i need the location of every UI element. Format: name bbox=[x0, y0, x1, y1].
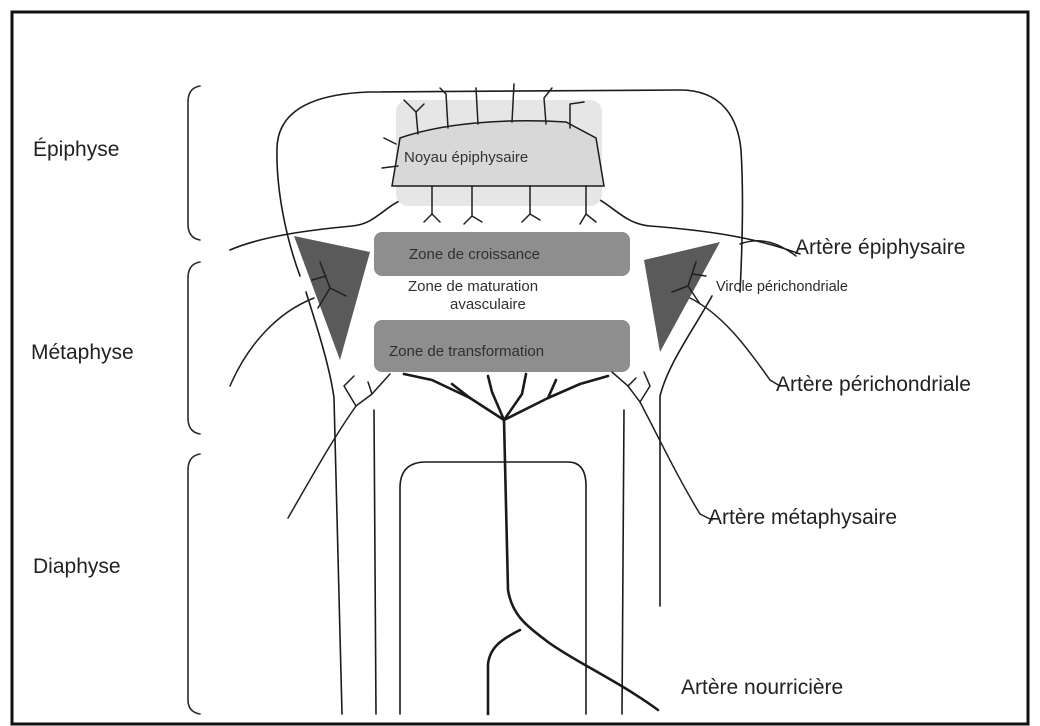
zone-de-transformation-label: Zone de transformation bbox=[389, 343, 544, 360]
perichondriale-artery-right bbox=[690, 298, 770, 380]
virole-label: Virole périchondriale bbox=[716, 279, 848, 295]
zone-de-croissance-label: Zone de croissance bbox=[409, 246, 540, 263]
shaft-left-outer bbox=[306, 292, 342, 714]
medullary-cavity bbox=[400, 462, 586, 714]
virole-perichondriale-left bbox=[294, 236, 370, 360]
zone-maturation-label-1: Zone de maturation bbox=[408, 278, 538, 295]
noyau-epiphysaire-label: Noyau épiphysaire bbox=[404, 149, 528, 166]
epiphysaire-label: Artère épiphysaire bbox=[795, 236, 965, 259]
zone-maturation-label-2: avasculaire bbox=[450, 296, 526, 313]
perichondriale-label: Artère périchondriale bbox=[776, 373, 971, 396]
diaphyse-label: Diaphyse bbox=[33, 555, 121, 578]
epiphyse-label: Épiphyse bbox=[33, 138, 119, 161]
shaft-left-inner bbox=[374, 410, 376, 714]
nourriciere-label: Artère nourricière bbox=[681, 676, 843, 699]
shaft-right-inner bbox=[622, 410, 624, 714]
virole-perichondriale-right bbox=[644, 242, 720, 352]
metaphysaire-label: Artère métaphysaire bbox=[708, 506, 897, 529]
shaft-right-outer bbox=[660, 296, 712, 606]
epiphyse-bracket bbox=[188, 86, 200, 240]
nourriciere-artery bbox=[404, 374, 658, 714]
metaphyse-bracket bbox=[188, 262, 200, 434]
metaphyse-label: Métaphyse bbox=[31, 341, 134, 364]
perichondriale-artery-left bbox=[230, 298, 314, 386]
diaphyse-bracket bbox=[188, 454, 200, 714]
